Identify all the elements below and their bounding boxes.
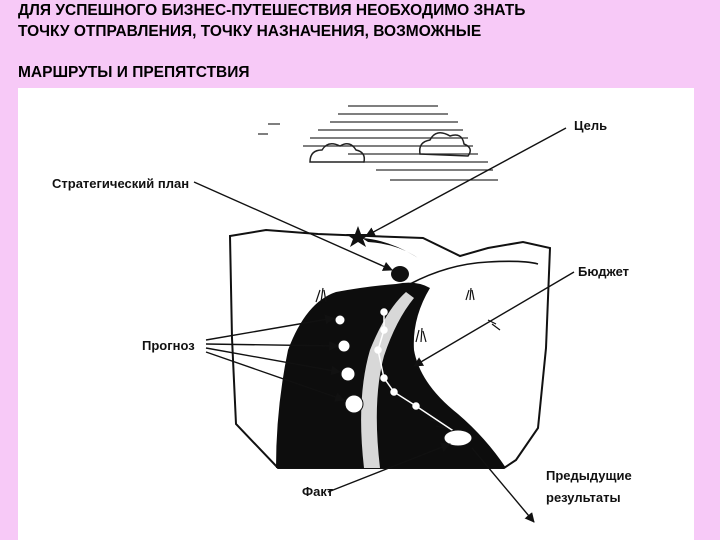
- cloud-left: [309, 143, 366, 163]
- fact-oval: [443, 429, 473, 447]
- slide-title: ДЛЯ УСПЕШНОГО БИЗНЕС-ПУТЕШЕСТВИЯ НЕОБХОД…: [18, 0, 708, 83]
- label-fact: Факт: [302, 484, 333, 499]
- label-goal: Цель: [574, 118, 607, 133]
- grass-tufts: [315, 287, 501, 429]
- goal-star: [346, 226, 370, 247]
- business-journey-figure: Цель Стратегический план Бюджет Прогноз …: [18, 88, 694, 540]
- title-line-1: ДЛЯ УСПЕШНОГО БИЗНЕС-ПУТЕШЕСТВИЯ НЕОБХОД…: [18, 2, 526, 19]
- arrow-fact: [327, 442, 451, 493]
- right-hill: [409, 260, 539, 285]
- forecast-dot: [334, 314, 346, 326]
- dark-road: [276, 282, 506, 468]
- arrow-goal: [365, 127, 567, 237]
- arrow-forecast-1: [205, 314, 335, 341]
- title-line-2: ТОЧКУ ОТПРАВЛЕНИЯ, ТОЧКУ НАЗНАЧЕНИЯ, ВОЗ…: [18, 23, 482, 40]
- annotation-arrows: [193, 127, 575, 523]
- horizon-hatching: [258, 105, 498, 181]
- forecast-dots: [334, 314, 364, 414]
- arrow-forecast-4: [205, 351, 345, 402]
- cloud-right: [418, 132, 471, 157]
- label-previous-results-1: Предыдущие: [546, 468, 632, 483]
- strategic-plan-dot: [391, 266, 409, 282]
- light-lane: [361, 292, 414, 468]
- forecast-dot: [337, 339, 351, 353]
- label-budget: Бюджет: [578, 264, 629, 279]
- arrow-previous-results: [471, 447, 535, 523]
- label-forecast: Прогноз: [142, 338, 195, 353]
- arrow-budget: [413, 271, 575, 367]
- label-previous-results-2: результаты: [546, 490, 621, 505]
- title-line-3: МАРШРУТЫ И ПРЕПЯТСТВИЯ: [18, 64, 250, 81]
- journey-diagram: Цель Стратегический план Бюджет Прогноз …: [52, 105, 632, 523]
- actual-path: [374, 308, 459, 435]
- forecast-dot: [344, 394, 364, 414]
- arrow-forecast-3: [205, 347, 341, 376]
- road-to-goal: [362, 238, 418, 258]
- arrow-forecast-2: [205, 340, 339, 351]
- arrow-strategic-plan: [193, 181, 393, 271]
- forecast-dot: [340, 366, 356, 382]
- label-strategic-plan: Стратегический план: [52, 176, 189, 191]
